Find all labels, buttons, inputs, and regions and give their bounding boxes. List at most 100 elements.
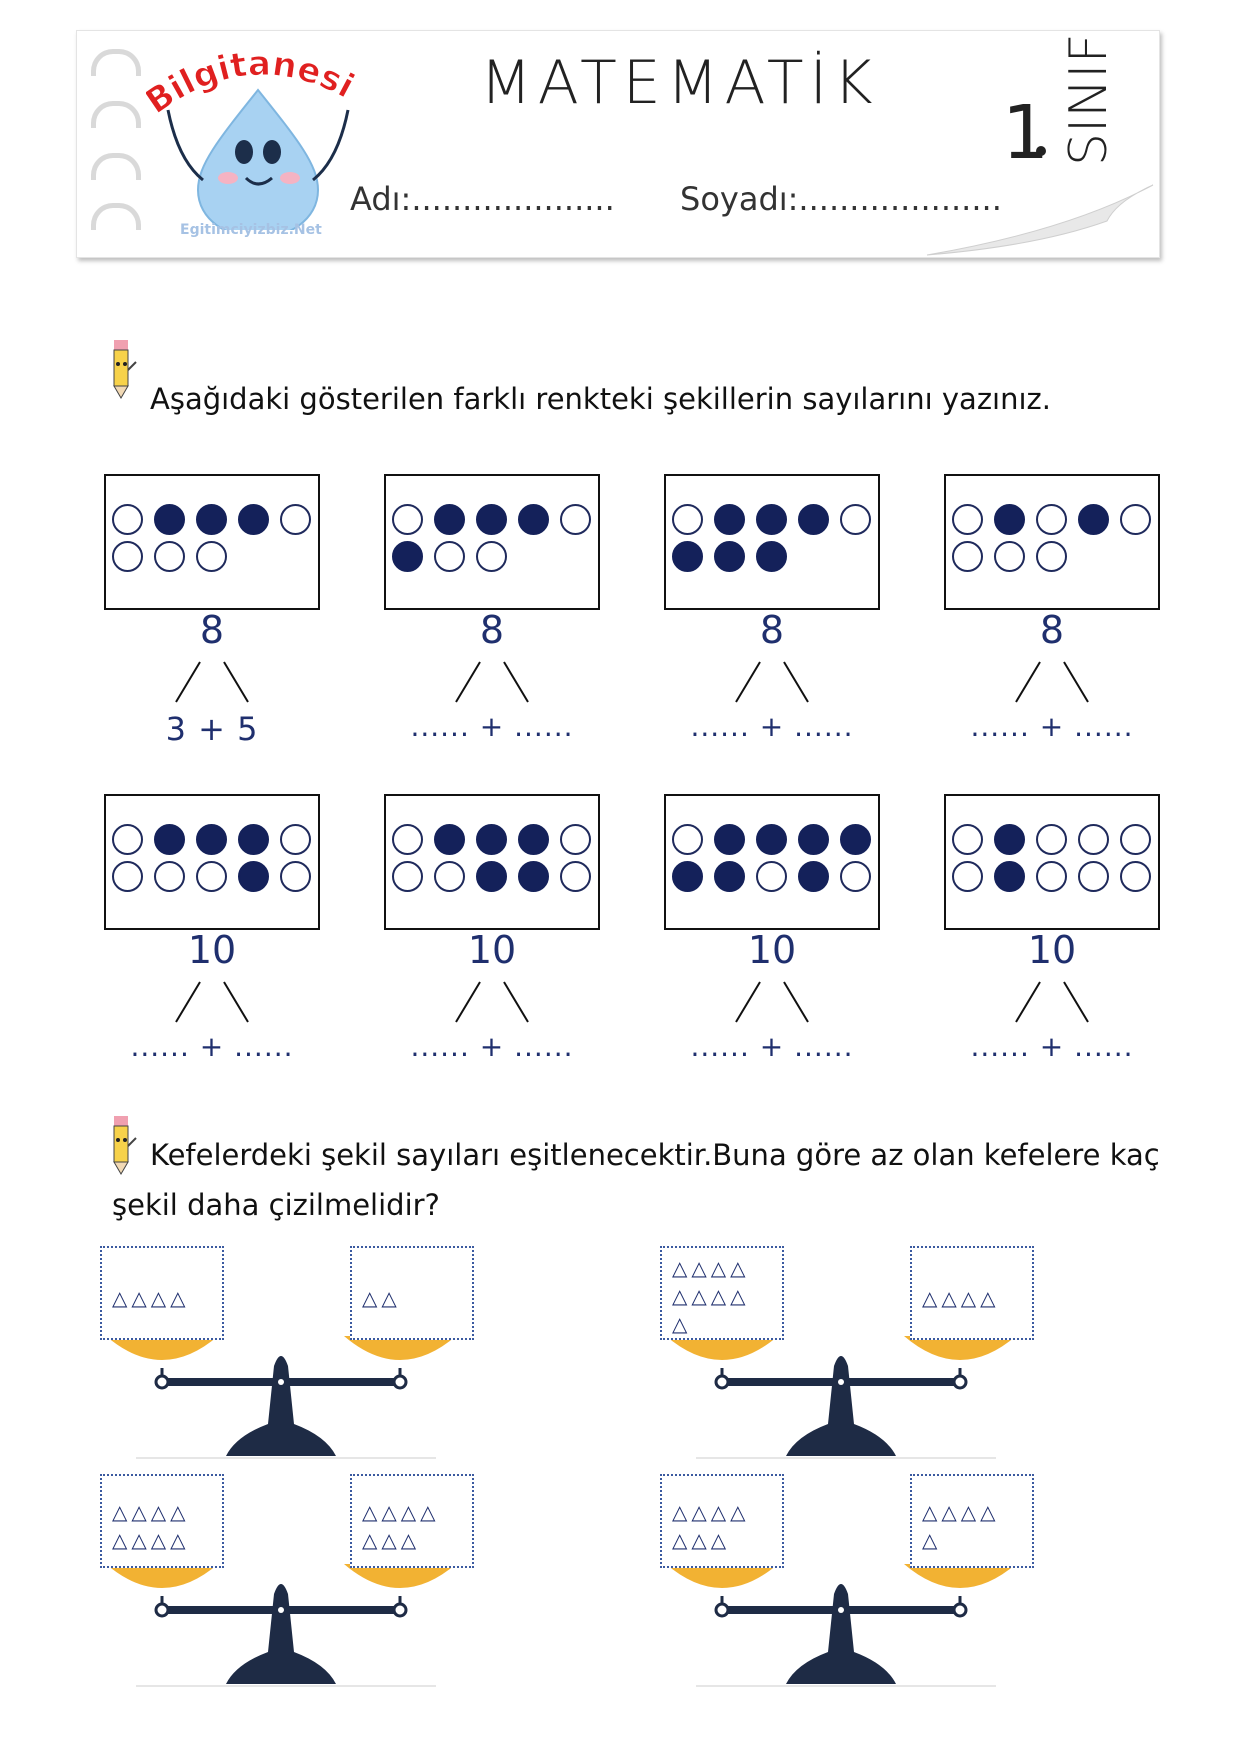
svg-text:SINIF: SINIF <box>1059 34 1119 167</box>
empty-circle <box>154 541 185 572</box>
filled-circle <box>238 504 269 535</box>
empty-circle <box>560 861 591 892</box>
ten-frame <box>384 474 600 610</box>
binder-ring <box>91 49 141 76</box>
empty-circle <box>196 541 227 572</box>
triangle-row: △△△△ <box>672 1500 750 1524</box>
filled-circle <box>518 504 549 535</box>
grade-number: 1 <box>1002 90 1050 176</box>
empty-circle <box>560 824 591 855</box>
bond-total: 8 <box>479 608 505 652</box>
filled-circle <box>714 541 745 572</box>
ten-frame <box>664 474 880 610</box>
filled-circle <box>714 861 745 892</box>
filled-circle <box>994 861 1025 892</box>
right-pan-box: △△△△△ <box>910 1474 1034 1568</box>
filled-circle <box>518 824 549 855</box>
answer-blank[interactable]: ...... + ...... <box>690 1030 854 1063</box>
filled-circle <box>798 861 829 892</box>
bond-branches <box>455 661 529 703</box>
bond-total: 8 <box>1039 608 1065 652</box>
logo-name: Bilgitanesi <box>146 43 361 120</box>
filled-circle <box>798 824 829 855</box>
empty-circle <box>1120 824 1151 855</box>
bond-total: 10 <box>467 928 517 972</box>
bond-branches <box>1015 661 1089 703</box>
empty-circle <box>840 504 871 535</box>
empty-circle <box>1120 861 1151 892</box>
bond-total: 10 <box>187 928 237 972</box>
empty-circle <box>392 824 423 855</box>
filled-circle <box>756 541 787 572</box>
filled-circle <box>196 824 227 855</box>
filled-circle <box>518 861 549 892</box>
page-curl-icon <box>917 181 1159 257</box>
binder-ring <box>91 153 141 180</box>
triangle-row: △△△△ <box>362 1500 440 1524</box>
answer-blank[interactable]: ...... + ...... <box>410 1030 574 1063</box>
empty-circle <box>1078 861 1109 892</box>
grade-word: SINIF <box>1059 34 1119 167</box>
logo: Bilgitanesi <box>146 43 361 120</box>
filled-circle <box>238 861 269 892</box>
ten-frame <box>944 794 1160 930</box>
filled-circle <box>1078 504 1109 535</box>
answer-blank[interactable]: ...... + ...... <box>690 710 854 743</box>
answer-blank[interactable]: ...... + ...... <box>410 710 574 743</box>
empty-circle <box>112 504 143 535</box>
empty-circle <box>1078 824 1109 855</box>
instruction-2-line-2: şekil daha çizilmelidir? <box>112 1188 440 1222</box>
empty-circle <box>112 824 143 855</box>
empty-circle <box>840 861 871 892</box>
binder-ring <box>91 101 141 128</box>
answer-blank[interactable]: ...... + ...... <box>970 710 1134 743</box>
filled-circle <box>714 504 745 535</box>
answer-blank[interactable]: ...... + ...... <box>130 1030 294 1063</box>
balance-scale-icon <box>106 1564 456 1687</box>
filled-circle <box>196 504 227 535</box>
filled-circle <box>154 824 185 855</box>
empty-circle <box>280 861 311 892</box>
bond-total: 10 <box>1027 928 1077 972</box>
triangle-row: △△△△ <box>922 1286 1000 1310</box>
bond-total: 10 <box>747 928 797 972</box>
ten-frame <box>104 474 320 610</box>
balance-scale-icon <box>106 1336 456 1459</box>
bond-branches <box>735 661 809 703</box>
right-pan-box: △△△△△△△ <box>350 1474 474 1568</box>
triangle-row: △△△ <box>362 1528 421 1552</box>
empty-circle <box>952 824 983 855</box>
name-field-label: Adı:.................... <box>350 180 615 218</box>
filled-circle <box>154 504 185 535</box>
filled-circle <box>672 541 703 572</box>
triangle-row: △△△△ <box>112 1500 190 1524</box>
empty-circle <box>994 541 1025 572</box>
empty-circle <box>434 541 465 572</box>
water-drop-mascot-icon <box>166 88 350 230</box>
empty-circle <box>392 861 423 892</box>
empty-circle <box>952 861 983 892</box>
empty-circle <box>112 861 143 892</box>
filled-circle <box>238 824 269 855</box>
empty-circle <box>476 541 507 572</box>
answer-blank[interactable]: ...... + ...... <box>970 1030 1134 1063</box>
filled-circle <box>840 824 871 855</box>
grade-dot <box>1036 146 1046 156</box>
right-pan-box: △△△△ <box>910 1246 1034 1340</box>
bond-branches <box>1015 981 1089 1023</box>
triangle-row: △ <box>922 1528 942 1552</box>
empty-circle <box>756 861 787 892</box>
svg-text:Bilgitanesi: Bilgitanesi <box>146 44 361 120</box>
bond-branches <box>455 981 529 1023</box>
instruction-2-line-1: Kefelerdeki şekil sayıları eşitlenecekti… <box>150 1138 1160 1172</box>
filled-circle <box>756 824 787 855</box>
empty-circle <box>952 504 983 535</box>
filled-circle <box>756 504 787 535</box>
empty-circle <box>952 541 983 572</box>
empty-circle <box>1036 504 1067 535</box>
ten-frame <box>104 794 320 930</box>
left-pan-box: △△△△△△△ <box>660 1474 784 1568</box>
right-pan-box: △△ <box>350 1246 474 1340</box>
triangle-row: △△△△ <box>672 1256 750 1280</box>
empty-circle <box>392 504 423 535</box>
